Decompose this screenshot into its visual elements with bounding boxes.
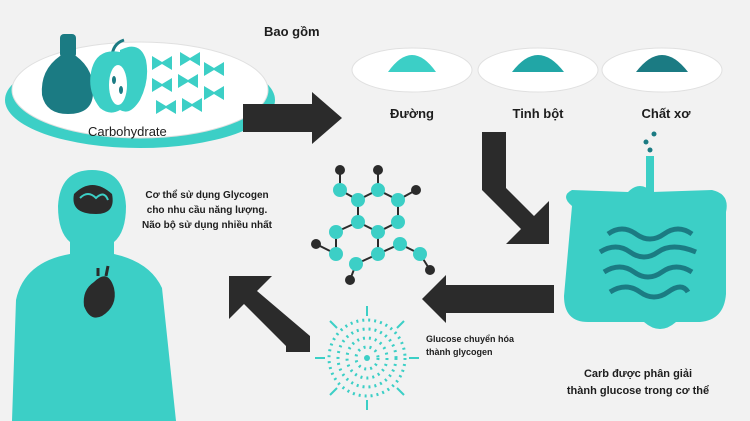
breakdown-note: Carb được phân giải thành glucose trong …: [534, 366, 742, 400]
glycogen-usage-line-1: Cơ thể sử dụng Glycogen: [145, 190, 269, 201]
glycogen-molecule-icon: [315, 306, 419, 410]
intestine-icon: [564, 131, 727, 329]
apple-icon: [90, 38, 148, 113]
sugar-bowl-icon: [351, 47, 473, 93]
glycogen-usage-note: Cơ thể sử dụng Glycogen cho nhu cầu năng…: [118, 188, 296, 233]
type-label-starch: Tinh bột: [512, 106, 564, 121]
arrow-up-left-icon: [229, 276, 310, 352]
breakdown-line-2: thành glucose trong cơ thể: [566, 385, 710, 397]
conversion-line-1: Glucose chuyển hóa: [426, 334, 515, 344]
type-label-fiber: Chất xơ: [641, 106, 691, 121]
conversion-note: Glucose chuyển hóa thành glycogen: [426, 333, 546, 359]
includes-heading: Bao gồm: [264, 24, 320, 39]
carbohydrate-label: Carbohydrate: [88, 124, 167, 139]
conversion-line-2: thành glycogen: [426, 347, 493, 357]
squash-icon: [41, 34, 94, 114]
breakdown-line-1: Carb được phân giải: [583, 368, 693, 380]
fiber-bowl-icon: [601, 47, 723, 93]
arrow-left-icon: [422, 275, 554, 323]
molecule-atoms: [311, 165, 435, 285]
glycogen-usage-line-3: Não bộ sử dụng nhiều nhất: [141, 220, 272, 231]
glycogen-usage-line-2: cho nhu cầu năng lượng.: [146, 205, 268, 216]
arrow-down-right-icon: [482, 132, 549, 244]
type-label-sugar: Đường: [390, 106, 434, 121]
pasta-icon: [152, 52, 224, 114]
human-body-icon: [12, 170, 176, 421]
arrow-right-icon: [243, 92, 342, 144]
starch-bowl-icon: [477, 47, 599, 93]
